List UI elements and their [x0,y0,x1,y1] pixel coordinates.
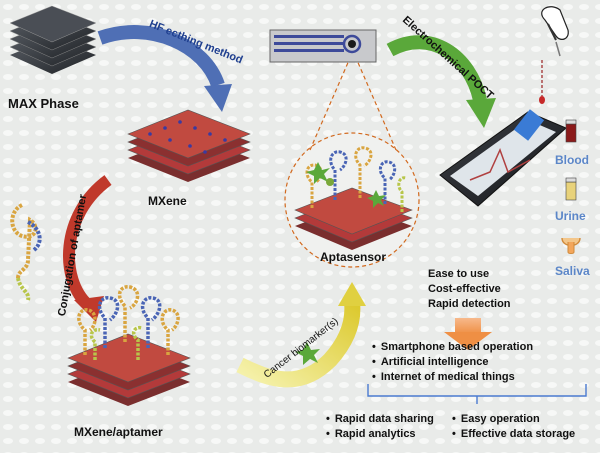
max-phase-stack [9,5,97,74]
blue-bracket [367,384,587,404]
outcomes-left-list: Rapid data sharing Rapid analytics [326,412,434,442]
hand-dropper [539,6,569,104]
outcomes-right-list: Easy operation Effective data storage [452,412,575,442]
mxene-aptamer-label: MXene/aptamer [74,425,163,439]
aptasensor-circle [284,57,420,268]
outcome-item: Effective data storage [452,427,575,442]
mxene-aptamer-platform [67,285,191,406]
outcome-item: Easy operation [452,412,575,427]
feature-item: Smartphone based operation [372,340,533,355]
outcome-item: Rapid analytics [326,427,434,442]
outcome-item: Rapid data sharing [326,412,434,427]
urine-tube [565,177,577,201]
aptasensor-label: Aptasensor [320,250,387,264]
aptamer-strand [10,203,42,301]
benefit-item: Cost-effective [428,283,501,295]
sample-blood-label: Blood [555,153,589,167]
cancer-biomarker-arrow [236,282,366,388]
benefit-item: Ease to use [428,268,490,280]
sample-saliva-label: Saliva [555,264,590,278]
poct-arrow [386,35,496,128]
max-phase-label: MAX Phase [8,96,79,111]
benefits-list: Ease to use Cost-effective Rapid detecti… [428,267,511,312]
feature-item: Internet of medical things [372,370,533,385]
blood-tube [565,119,577,143]
benefit-item: Rapid detection [428,298,511,310]
conjugation-arrow [63,175,112,322]
hf-etching-arrow [97,25,232,112]
sample-urine-label: Urine [555,209,586,223]
mxene-layers [127,109,251,182]
saliva-icon [561,237,581,254]
features-list: Smartphone based operation Artificial in… [372,340,533,385]
mxene-label: MXene [148,194,187,208]
electrode-strip [269,29,377,63]
feature-item: Artificial intelligence [372,355,533,370]
